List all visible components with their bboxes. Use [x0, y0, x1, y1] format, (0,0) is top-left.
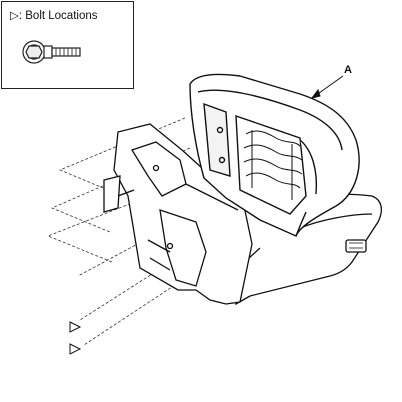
bolt-icon — [22, 40, 81, 64]
callout-leader — [310, 75, 344, 99]
bolt-marker — [69, 343, 82, 355]
legend-caption: : Bolt Locations — [18, 10, 98, 22]
bolt-location-markers — [69, 321, 82, 355]
callout-label-a: A — [344, 64, 352, 76]
bolt-location-symbol: ▷ — [10, 10, 19, 22]
legend-box: ▷: Bolt Locations — [1, 1, 134, 89]
seat-back-frame — [103, 123, 253, 305]
bolt-marker — [69, 321, 82, 333]
legend-label: ▷: Bolt Locations — [10, 8, 98, 22]
headrest-spring — [243, 130, 303, 200]
headrest-a — [189, 73, 360, 237]
seat-cushion — [203, 193, 383, 306]
